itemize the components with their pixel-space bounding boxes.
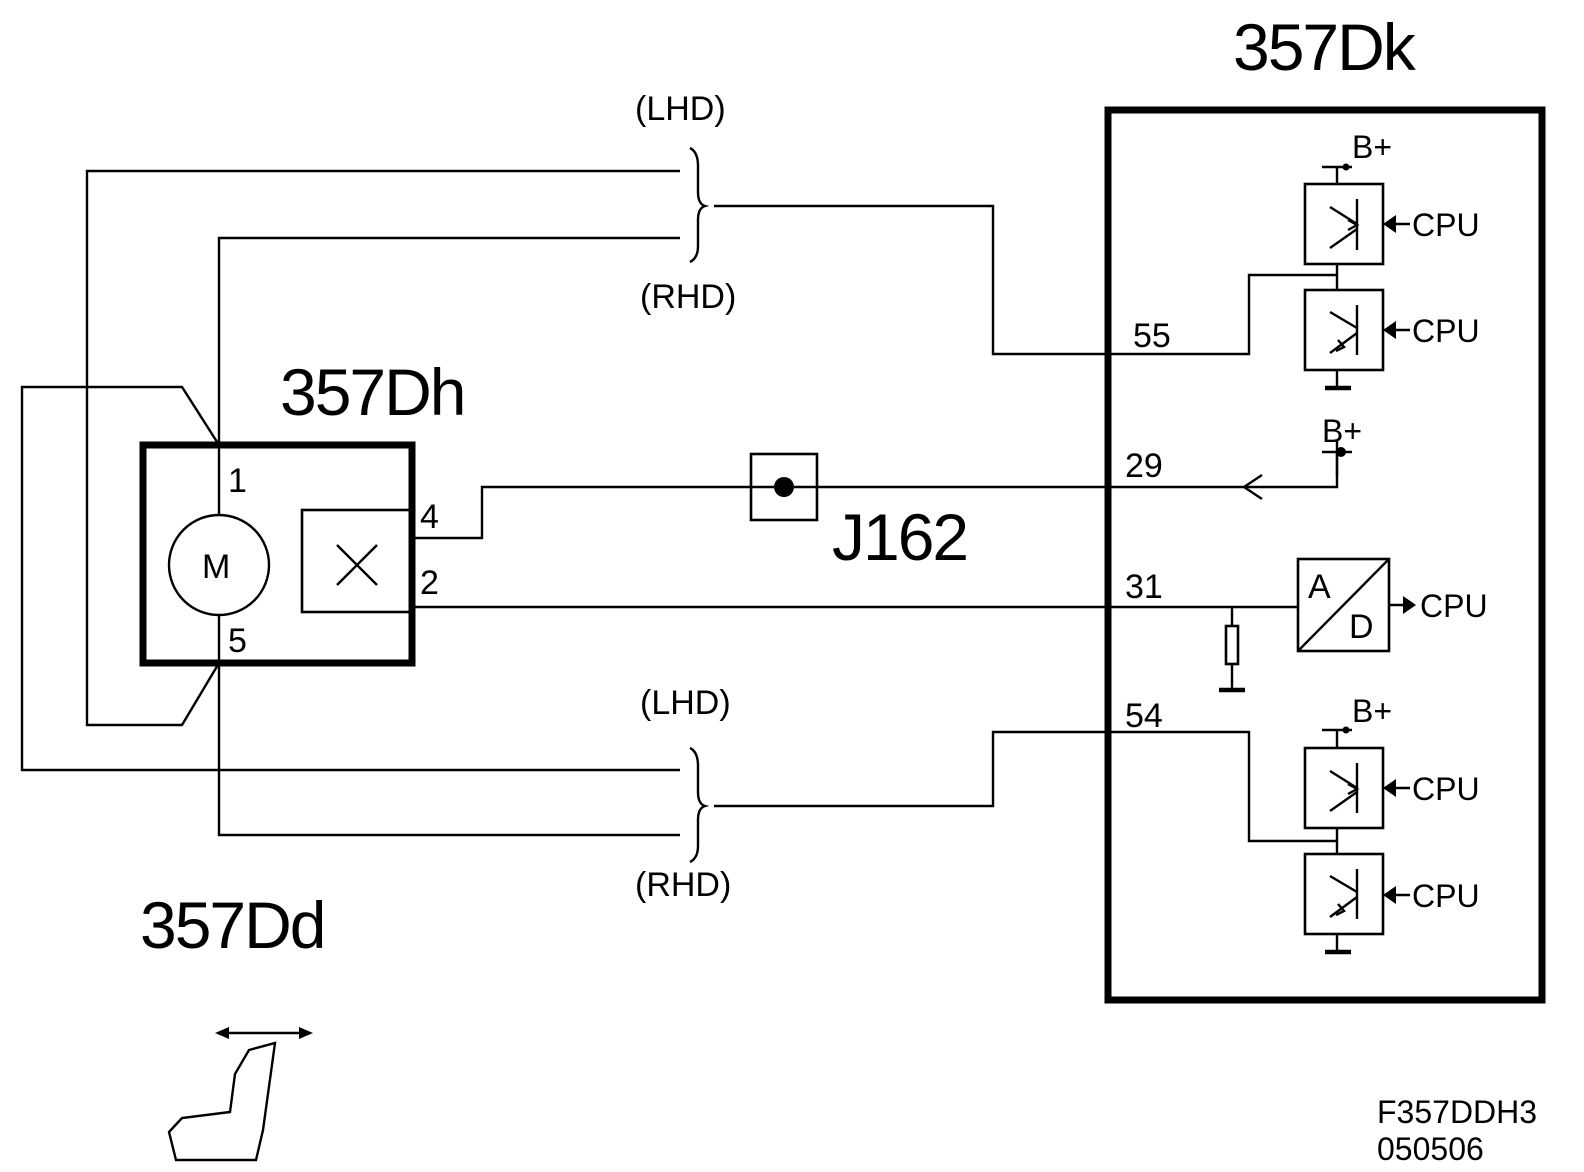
bottom-variant-brace <box>689 746 710 864</box>
cpu-label-3: CPU <box>1412 771 1480 807</box>
wire-pin1-rhd-top <box>217 236 680 445</box>
cpu-label-4: CPU <box>1412 878 1480 914</box>
pin29-supply-node <box>1336 447 1346 457</box>
bottom-lhd-label: (LHD) <box>640 684 731 722</box>
pin29-input-arrow <box>1241 474 1263 500</box>
top-rhd-label: (RHD) <box>640 278 736 316</box>
wire-pin55 <box>714 204 1337 356</box>
cpu-label-2: CPU <box>1412 313 1480 349</box>
pin29-supply-label: B+ <box>1322 413 1362 449</box>
lower-driver-pair <box>1303 726 1385 955</box>
wire-pin5-lhd-top <box>85 169 680 727</box>
adc-d-label: D <box>1349 608 1374 646</box>
module-357dk-title: 357Dk <box>1233 10 1417 84</box>
cpu-label-adc: CPU <box>1420 588 1488 624</box>
figure-id: F357DDH3 <box>1377 1094 1537 1130</box>
cpu-label-1: CPU <box>1412 207 1480 243</box>
module-357dh-title: 357Dh <box>280 355 465 429</box>
bottom-rhd-label: (RHD) <box>635 866 731 904</box>
pin-5-label: 5 <box>228 622 247 660</box>
pull-down-resistor <box>1219 607 1245 693</box>
motor-label: M <box>202 548 230 586</box>
lower-supply-label: B+ <box>1352 693 1392 729</box>
adc-a-label: A <box>1308 568 1331 606</box>
wire-pin54 <box>714 730 1337 843</box>
wire-pin5-rhd-bottom <box>217 663 680 837</box>
pin-1-label: 1 <box>228 462 247 500</box>
pin-2-label: 2 <box>420 564 439 602</box>
cpu-input-arrows <box>1383 215 1410 904</box>
figure-date: 050506 <box>1377 1131 1484 1167</box>
module-357dh-box <box>139 441 416 667</box>
adc-block: A D <box>1296 557 1391 653</box>
position-sensor-symbol <box>336 544 378 586</box>
seat-fore-aft-icon <box>167 1027 313 1162</box>
position-sensor-box <box>300 508 414 614</box>
upper-supply-label: B+ <box>1352 129 1392 165</box>
module-357dd-title: 357Dd <box>140 888 325 962</box>
pin-55-label: 55 <box>1133 317 1171 355</box>
connector-j162-label: J162 <box>832 500 967 574</box>
top-lhd-label: (LHD) <box>635 90 726 128</box>
connector-j162-dot <box>774 477 794 497</box>
module-357dk-box <box>1104 106 1546 1004</box>
pin-4-label: 4 <box>420 498 439 536</box>
pin-54-label: 54 <box>1125 697 1163 735</box>
adc-output-arrow <box>1403 596 1416 614</box>
upper-driver-pair <box>1303 163 1385 391</box>
wire-pin1-lhd-bottom <box>20 385 680 772</box>
top-variant-brace <box>689 146 710 264</box>
connector-j162-box <box>749 452 819 522</box>
pin-31-label: 31 <box>1125 568 1163 606</box>
pin-29-label: 29 <box>1125 447 1163 485</box>
